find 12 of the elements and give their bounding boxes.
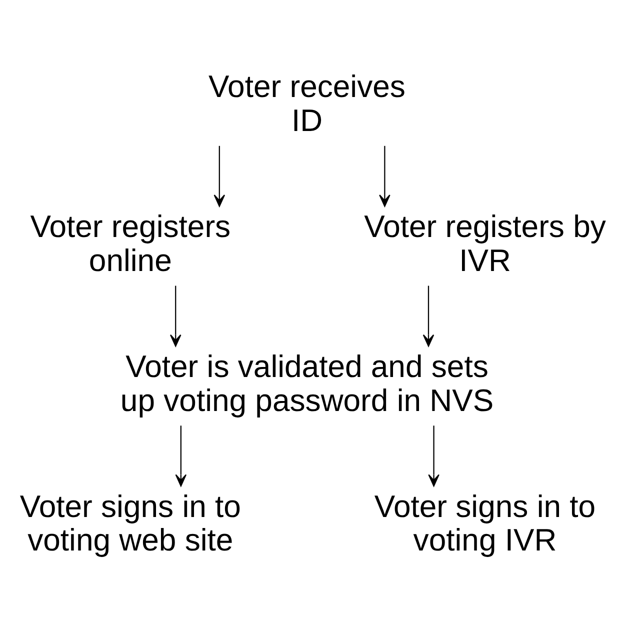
node-text: Voter registers online [30, 209, 231, 278]
node-text: Voter receives ID [208, 69, 406, 138]
arrow [170, 286, 182, 347]
node-text: Voter signs in to voting IVR [374, 488, 596, 558]
arrow [428, 426, 440, 487]
arrow [175, 426, 187, 487]
arrow [214, 146, 226, 207]
node-text: Voter registers by IVR [364, 209, 606, 278]
arrow [379, 146, 390, 207]
node-text: Voter is validated and sets up voting password in NVS [120, 348, 494, 418]
node-text: Voter signs in to voting web site [20, 488, 241, 558]
arrow [422, 286, 434, 347]
